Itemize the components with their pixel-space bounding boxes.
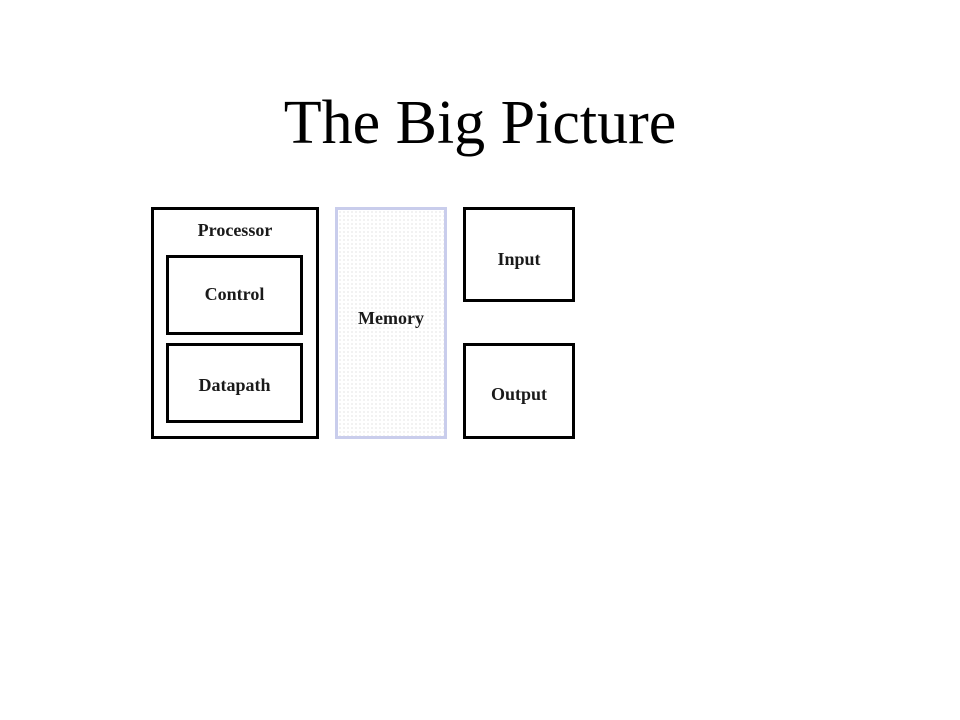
control-label: Control [204, 284, 265, 304]
datapath-label: Datapath [198, 375, 271, 395]
output-label: Output [490, 384, 548, 404]
memory-box: Memory [335, 207, 447, 439]
input-label: Input [497, 249, 541, 269]
output-box: Output [463, 343, 575, 439]
memory-label: Memory [358, 308, 424, 328]
control-box: Control [166, 255, 303, 335]
datapath-box: Datapath [166, 343, 303, 423]
processor-label: Processor [197, 220, 273, 240]
slide-title: The Big Picture [283, 89, 677, 157]
input-box: Input [463, 207, 575, 302]
